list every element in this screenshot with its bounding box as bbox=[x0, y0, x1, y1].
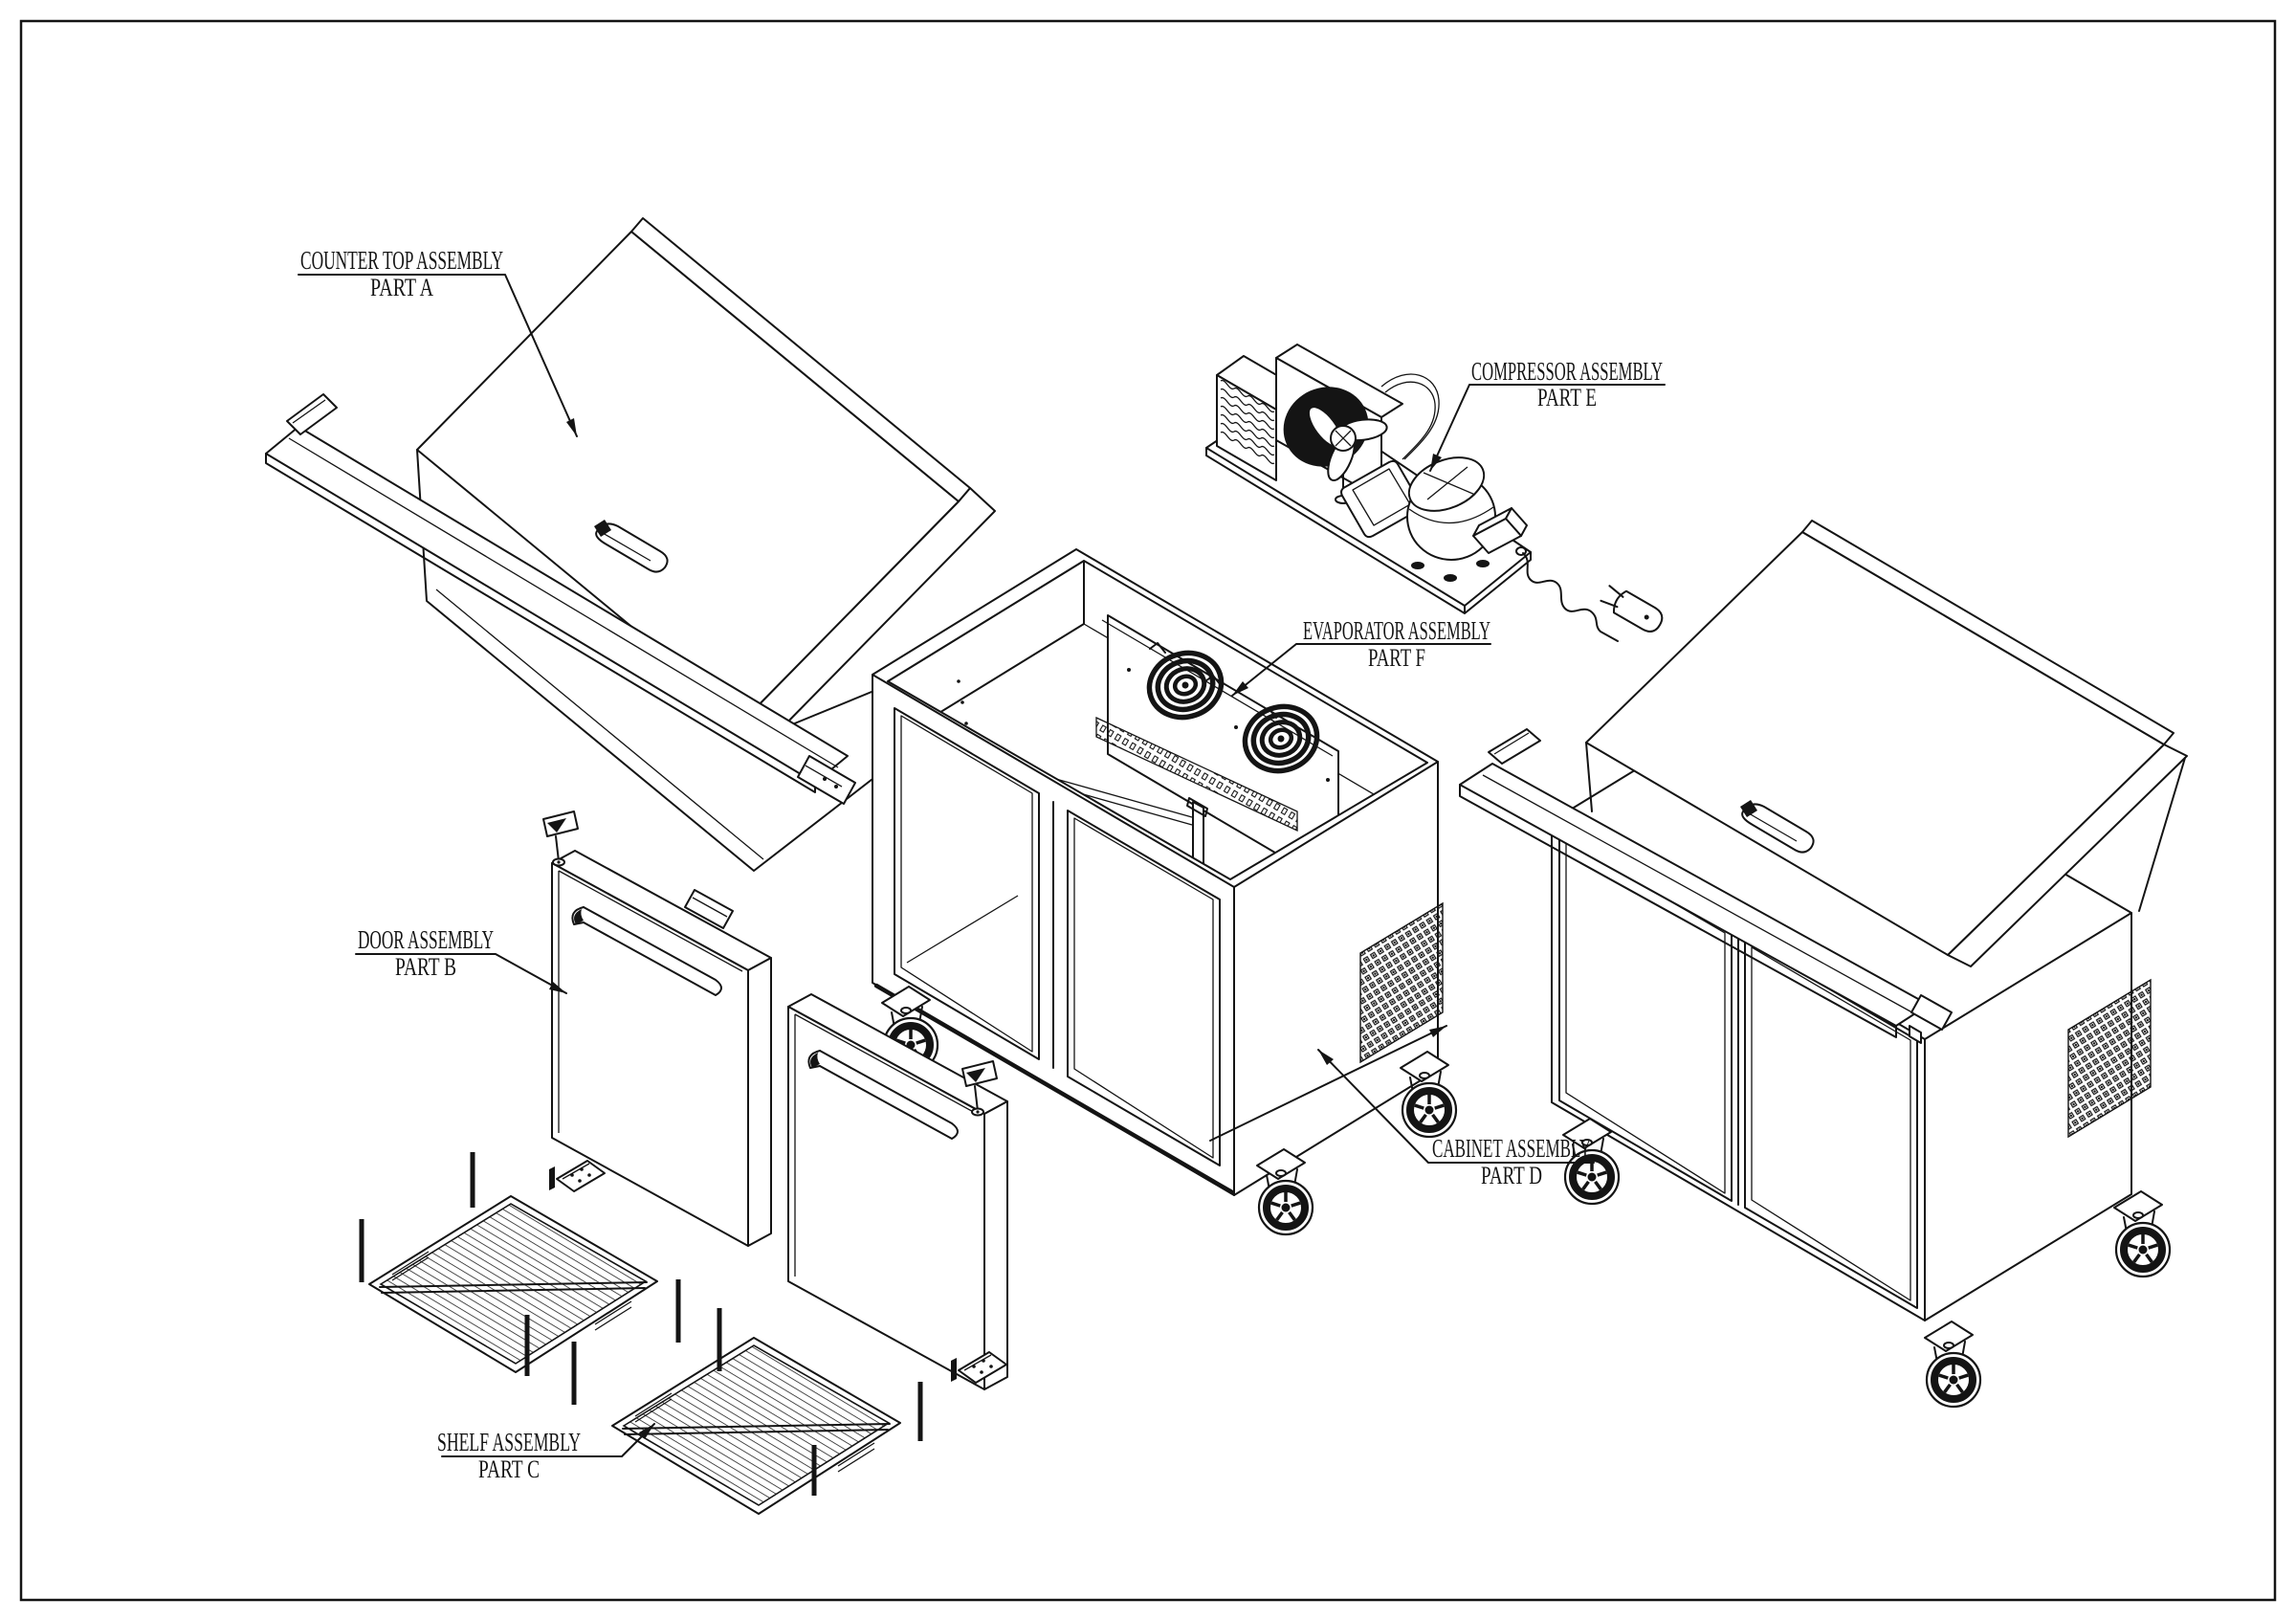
label-line2: PART D bbox=[1481, 1162, 1542, 1189]
evaporator-perforated-strip bbox=[1095, 716, 1298, 833]
caster-wheel bbox=[1925, 1321, 1980, 1407]
caster-wheel bbox=[1401, 1052, 1456, 1137]
label-line1: CABINET ASSEMBLY bbox=[1432, 1134, 1591, 1163]
evaporator-assembly-part-f bbox=[1095, 614, 1339, 879]
label-line1: COUNTER TOP ASSEMBLY bbox=[300, 246, 503, 275]
divider-post bbox=[1192, 801, 1204, 879]
leader-arrow bbox=[566, 418, 577, 436]
caster-wheel bbox=[1257, 1149, 1313, 1234]
door-panel bbox=[787, 993, 1008, 1390]
compressor-assembly-part-e bbox=[1205, 344, 1664, 642]
label-line2: PART A bbox=[370, 274, 433, 301]
wire-shelf bbox=[611, 1337, 901, 1515]
cabinet-assembly-part-d bbox=[872, 548, 1456, 1234]
leader-line bbox=[1317, 1049, 1595, 1164]
label-line1: SHELF ASSEMBLY bbox=[437, 1428, 581, 1456]
shelf-mount-pins bbox=[359, 1152, 923, 1496]
cabinet-interior bbox=[888, 561, 1427, 879]
label-door-assembly: DOOR ASSEMBLY PART B bbox=[355, 925, 567, 994]
leader-arrow bbox=[639, 1424, 654, 1439]
drawing-border bbox=[19, 19, 2277, 1602]
label-counter-top-assembly: COUNTER TOP ASSEMBLY PART A bbox=[298, 246, 578, 437]
leader-line bbox=[355, 953, 567, 994]
leader-line bbox=[1429, 384, 1666, 472]
label-line2: PART E bbox=[1537, 384, 1597, 411]
hinge-plate bbox=[548, 1160, 606, 1192]
shelf-assembly-part-c bbox=[359, 1152, 923, 1515]
power-cord bbox=[1522, 552, 1619, 642]
caster-wheel bbox=[2114, 1191, 2170, 1277]
leader-arrow bbox=[549, 982, 566, 993]
leader-line bbox=[1231, 643, 1491, 697]
leader-arrow bbox=[1430, 454, 1442, 471]
vent-grille bbox=[2067, 978, 2152, 1139]
leader-line bbox=[298, 274, 578, 437]
label-cabinet-assembly: CABINET ASSEMBLY PART D bbox=[1317, 1049, 1595, 1189]
label-line1: DOOR ASSEMBLY bbox=[358, 925, 494, 954]
wire-shelf bbox=[368, 1195, 658, 1373]
countertop-assembly-part-a bbox=[265, 217, 1059, 929]
label-line1: COMPRESSOR ASSEMBLY bbox=[1471, 357, 1663, 386]
label-line2: PART B bbox=[395, 953, 456, 981]
door-panel bbox=[551, 850, 772, 1247]
power-plug bbox=[1600, 585, 1664, 633]
label-line1: EVAPORATOR ASSEMBLY bbox=[1303, 616, 1490, 645]
callout-labels: COUNTER TOP ASSEMBLY PART A DOOR ASSEMBL… bbox=[298, 246, 1666, 1483]
assembled-unit bbox=[1459, 520, 2188, 1407]
label-shelf-assembly: SHELF ASSEMBLY PART C bbox=[437, 1423, 655, 1483]
leader-arrow bbox=[1318, 1050, 1334, 1065]
label-line2: PART F bbox=[1368, 644, 1425, 672]
label-compressor-assembly: COMPRESSOR ASSEMBLY PART E bbox=[1429, 357, 1666, 472]
label-line2: PART C bbox=[478, 1455, 540, 1483]
leader-arrow bbox=[1232, 681, 1248, 696]
label-evaporator-assembly: EVAPORATOR ASSEMBLY PART F bbox=[1231, 616, 1491, 697]
vent-grille bbox=[1359, 901, 1444, 1064]
